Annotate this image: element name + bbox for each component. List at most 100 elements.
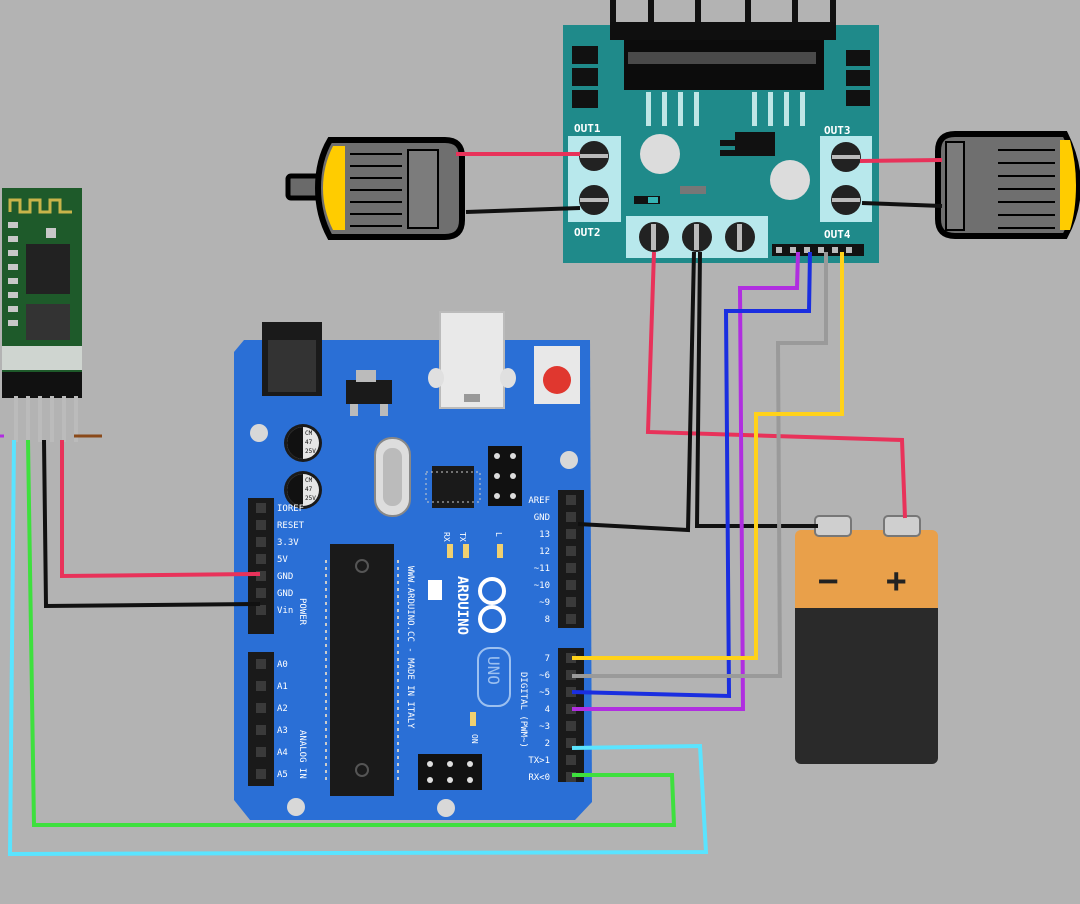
header-pin-hole: [256, 554, 266, 564]
pin-label: 3.3V: [277, 538, 299, 548]
pin-label: RESET: [277, 521, 305, 531]
header-pin-hole: [566, 704, 576, 714]
header-pin-hole: [566, 546, 576, 556]
digital-label: DIGITAL (PWM~): [518, 672, 528, 748]
wire-gray-pin6: [572, 252, 828, 678]
svg-text:RX: RX: [442, 532, 451, 542]
pin-label: ~5: [539, 688, 550, 698]
pin-label: IOREF: [277, 504, 304, 514]
svg-text:25V: 25V: [305, 495, 316, 502]
header-pin-hole: [256, 571, 266, 581]
pin-label: A0: [277, 660, 288, 670]
header-pin-hole: [256, 520, 266, 530]
wire-battery-positive: [645, 251, 907, 519]
battery-terminal-negative: [814, 515, 852, 537]
svg-text:25V: 25V: [305, 448, 316, 455]
power-label: POWER: [297, 598, 307, 626]
pin-label: 5V: [277, 555, 288, 565]
header-pin-hole: [566, 580, 576, 590]
usb-port: [439, 311, 505, 409]
pin-label: A2: [277, 704, 288, 714]
bluetooth-module: [0, 188, 102, 442]
wire-motor-right-red: [859, 158, 943, 163]
driver-ic-legs: [646, 92, 805, 126]
bt-header: [2, 372, 82, 398]
label-out4: OUT4: [824, 228, 851, 241]
label-out1: OUT1: [574, 122, 601, 135]
wire-gnd-arduino: [577, 251, 696, 533]
header-pin-hole: [256, 503, 266, 513]
motor-right: [935, 131, 1080, 239]
pin-label: 8: [545, 615, 550, 625]
header-pin-hole: [256, 747, 266, 757]
heatsink: [610, 0, 836, 90]
bt-chip-1: [26, 244, 70, 294]
wire-bt-gnd: [42, 439, 261, 609]
pin-label: GND: [534, 513, 550, 523]
pin-label: GND: [277, 589, 293, 599]
analog-label: ANALOG IN: [297, 730, 307, 779]
icsp-header-top: [488, 446, 522, 506]
pin-label: ~3: [539, 722, 550, 732]
header-pin-hole: [256, 588, 266, 598]
voltage-regulator: [735, 132, 775, 156]
capacitor-right: [770, 160, 810, 200]
svg-text:L: L: [494, 532, 503, 537]
pin-label: A4: [277, 748, 288, 758]
motor-driver-module: OUT1 OUT2 OUT3 OUT4: [563, 0, 879, 263]
svg-text:47: 47: [305, 486, 313, 493]
header-pin-hole: [566, 563, 576, 573]
header-pin-hole: [566, 755, 576, 765]
pin-label: ~11: [534, 564, 550, 574]
header-pin-hole: [566, 597, 576, 607]
header-pin-hole: [256, 605, 266, 615]
battery-9v: − +: [795, 515, 938, 764]
pin-label: A3: [277, 726, 288, 736]
pin-label: GND: [277, 572, 293, 582]
pin-label: 2: [545, 739, 550, 749]
battery-body: [795, 610, 938, 764]
wire-yellow-pin7: [572, 252, 844, 660]
bt-chip-2: [26, 304, 70, 340]
motor-left: [285, 137, 465, 240]
wire-motor-left-black: [465, 206, 581, 214]
power-pins: IOREF RESET 3.3V 5V GND GND Vin: [256, 503, 305, 616]
pin-label: 7: [545, 654, 550, 664]
icsp-header-bottom: [418, 754, 482, 790]
battery-top: [795, 530, 938, 620]
battery-terminal-positive: [883, 515, 921, 537]
smd-resistor: [680, 186, 706, 194]
header-pin-hole: [256, 537, 266, 547]
header-pin-hole: [256, 659, 266, 669]
arduino-logo: [478, 577, 506, 633]
header-pin-hole: [566, 738, 576, 748]
bt-antenna: [8, 198, 72, 214]
motor-right-cap: [1060, 140, 1076, 230]
pin-label: Vin: [277, 606, 293, 616]
header-pin-hole: [566, 512, 576, 522]
header-pin-hole: [566, 772, 576, 782]
pin-label: A1: [277, 682, 288, 692]
driver-side-pins: [572, 46, 870, 108]
uno-badge: [477, 647, 511, 707]
brand-text: ARDUINO: [454, 576, 470, 635]
label-out3: OUT3: [824, 124, 851, 137]
header-pin-hole: [256, 703, 266, 713]
driver-control-header: [772, 244, 864, 256]
header-pin-hole: [566, 721, 576, 731]
jumper: [634, 196, 660, 204]
header-pin-hole: [566, 670, 576, 680]
svg-text:CM: CM: [305, 477, 313, 484]
wire-bt-vcc: [60, 440, 261, 579]
header-pin-hole: [566, 653, 576, 663]
svg-text:TX: TX: [458, 532, 467, 542]
header-pin-hole: [566, 687, 576, 697]
ce-mark: [428, 580, 442, 600]
atmega-chip: [330, 544, 394, 796]
pin-label: TX>1: [528, 756, 550, 766]
header-pin-hole: [566, 614, 576, 624]
arduino-uno: CM 47 25V CM 47 25V RX TX: [234, 311, 592, 820]
